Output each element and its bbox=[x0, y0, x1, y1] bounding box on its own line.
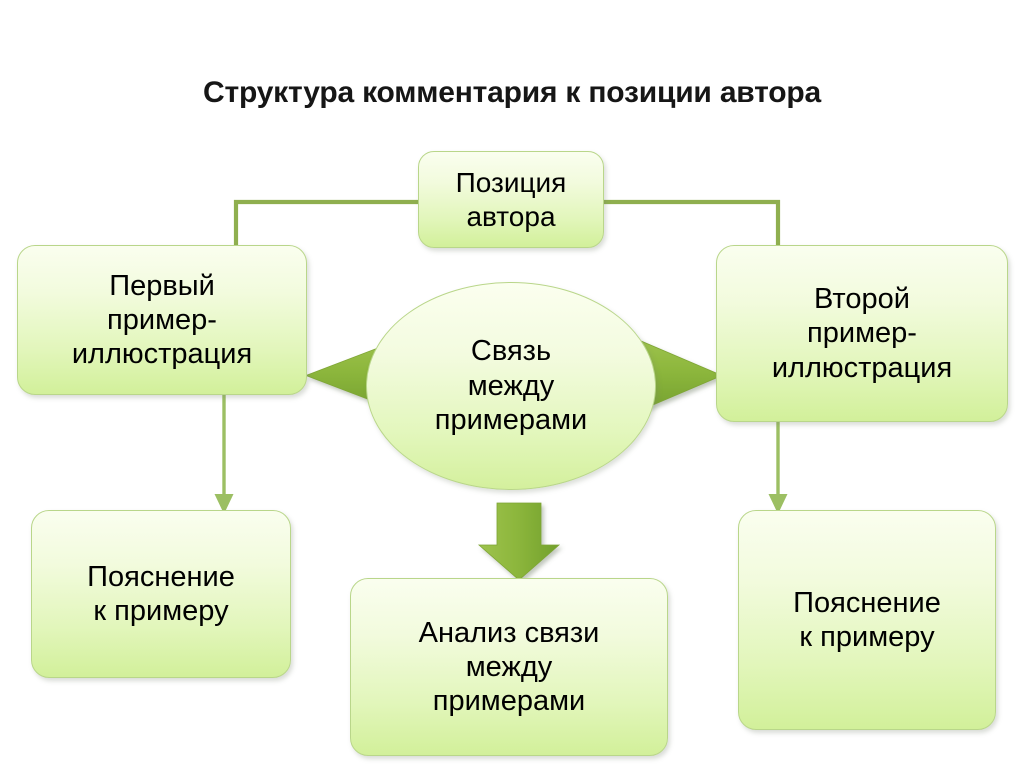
node-explanation-right-label: Пояснение к примеру bbox=[793, 586, 941, 653]
node-explanation-left-label: Пояснение к примеру bbox=[87, 560, 235, 627]
connector-first-to-explanation bbox=[214, 392, 234, 514]
node-link-between-examples-label: Связь между примерами bbox=[434, 334, 588, 437]
node-first-example-label: Первый пример- иллюстрация bbox=[71, 269, 253, 371]
node-explanation-right[interactable]: Пояснение к примеру bbox=[738, 510, 996, 730]
node-second-example[interactable]: Второй пример- иллюстрация bbox=[716, 245, 1008, 422]
node-position-author-label: Позиция автора bbox=[455, 167, 567, 232]
node-analysis-link-label: Анализ связи между примерами bbox=[418, 616, 600, 718]
node-link-between-examples[interactable]: Связь между примерами bbox=[366, 282, 656, 490]
node-explanation-left[interactable]: Пояснение к примеру bbox=[31, 510, 291, 678]
node-analysis-link[interactable]: Анализ связи между примерами bbox=[350, 578, 668, 756]
node-second-example-label: Второй пример- иллюстрация bbox=[771, 283, 953, 384]
page-title: Структура комментария к позиции автора bbox=[203, 76, 821, 109]
node-position-author[interactable]: Позиция автора bbox=[418, 151, 604, 248]
node-first-example[interactable]: Первый пример- иллюстрация bbox=[17, 245, 307, 395]
arrow-link-to-analysis bbox=[477, 502, 561, 581]
